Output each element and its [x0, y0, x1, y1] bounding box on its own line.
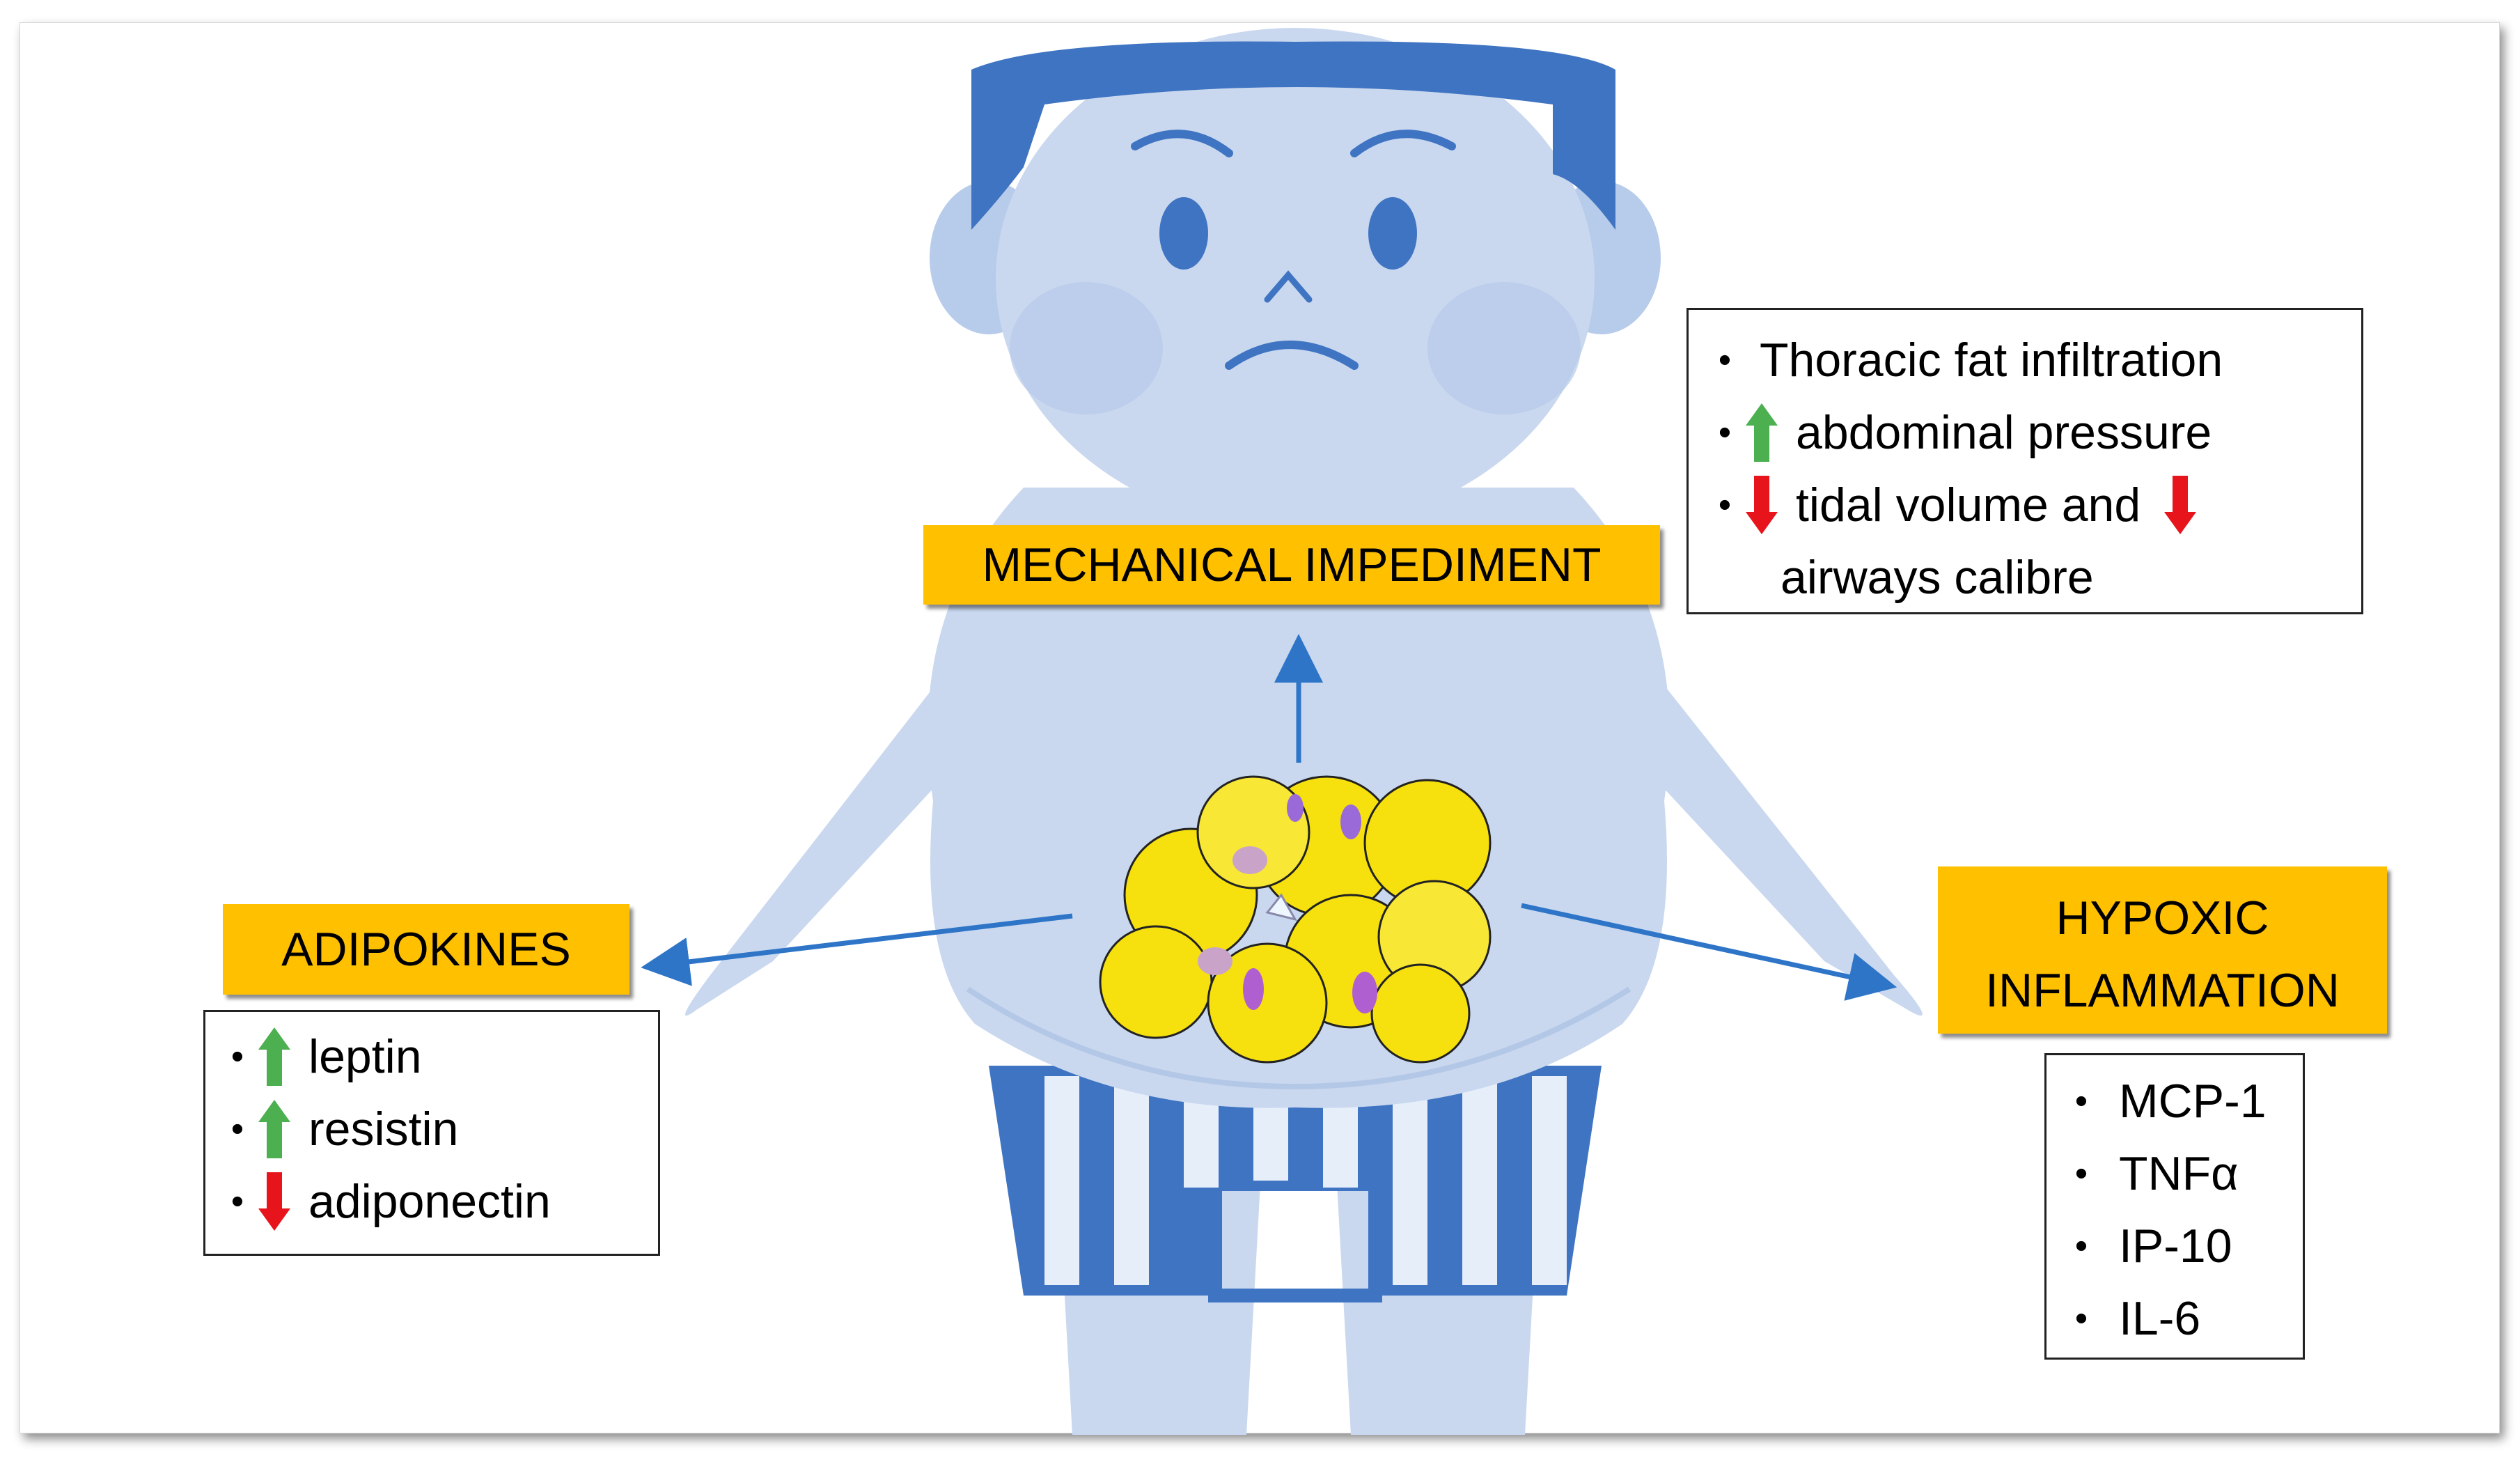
- mechanical-impediment-label: MECHANICAL IMPEDIMENT: [923, 525, 1660, 605]
- list-item: • IL-6: [2060, 1282, 2303, 1355]
- list-item: • adiponectin: [217, 1165, 658, 1238]
- item-text: IP-10: [2119, 1220, 2232, 1273]
- hypoxic-label-line2: INFLAMMATION: [1985, 964, 2340, 1017]
- bullet: •: [2074, 1081, 2088, 1121]
- bullet: •: [2074, 1226, 2088, 1266]
- list-item: • leptin: [217, 1020, 658, 1093]
- adipose-tissue-icon: [1099, 775, 1492, 1064]
- down-arrow-icon: [258, 1172, 290, 1231]
- up-arrow-icon: [258, 1027, 290, 1086]
- item-text: IL-6: [2119, 1292, 2201, 1345]
- list-item: • TNFα: [2060, 1137, 2303, 1210]
- bullet: •: [1718, 485, 1732, 525]
- hair: [971, 41, 1615, 230]
- head: [930, 28, 1661, 529]
- adipokines-label: ADIPOKINES: [223, 904, 629, 995]
- striped-shorts: [989, 1066, 1602, 1302]
- adipokines-box: • leptin • resistin • adiponectin: [203, 1010, 660, 1256]
- item-text: TNFα: [2119, 1147, 2239, 1200]
- item-text: adiponectin: [308, 1175, 551, 1228]
- down-arrow-icon: [2164, 476, 2197, 534]
- bullet: •: [1718, 340, 1732, 380]
- up-arrow-icon: [1746, 403, 1778, 462]
- right-eye: [1368, 197, 1417, 270]
- up-arrow-icon: [258, 1100, 290, 1158]
- list-item: • MCP-1: [2060, 1065, 2303, 1137]
- arrow-to-adipokines: [641, 913, 1073, 986]
- item-text: leptin: [308, 1030, 422, 1083]
- list-item-continuation: airways calibre: [1704, 541, 2361, 614]
- item-text: abdominal pressure: [1796, 406, 2212, 459]
- bullet: •: [2074, 1298, 2088, 1339]
- hypoxic-inflammation-label: HYPOXIC INFLAMMATION: [1938, 866, 2387, 1034]
- bullet: •: [230, 1181, 244, 1222]
- list-item: • resistin: [217, 1093, 658, 1165]
- left-eye: [1159, 197, 1208, 270]
- item-text: tidal volume and: [1796, 479, 2141, 531]
- list-item: • abdominal pressure: [1704, 396, 2361, 469]
- item-text: airways calibre: [1781, 551, 2094, 604]
- mechanical-effects-box: • Thoracic fat infiltration • abdominal …: [1686, 308, 2363, 614]
- list-item: • Thoracic fat infiltration: [1704, 324, 2361, 396]
- arrow-to-hypoxic: [1521, 903, 1897, 1001]
- bullet: •: [230, 1036, 244, 1077]
- list-item: • IP-10: [2060, 1210, 2303, 1282]
- item-text: Thoracic fat infiltration: [1760, 334, 2223, 387]
- down-arrow-icon: [1746, 476, 1778, 534]
- bullet: •: [1718, 412, 1732, 453]
- item-text: MCP-1: [2119, 1075, 2267, 1128]
- mechanical-label-text: MECHANICAL IMPEDIMENT: [982, 538, 1602, 591]
- bullet: •: [230, 1109, 244, 1149]
- item-text: resistin: [308, 1103, 459, 1156]
- list-item: • tidal volume and: [1704, 469, 2361, 541]
- bullet: •: [2074, 1153, 2088, 1194]
- hypoxic-label-line1: HYPOXIC: [2056, 892, 2269, 944]
- hypoxic-markers-box: • MCP-1 • TNFα • IP-10 • IL-6: [2044, 1053, 2305, 1360]
- adipokines-label-text: ADIPOKINES: [281, 923, 571, 976]
